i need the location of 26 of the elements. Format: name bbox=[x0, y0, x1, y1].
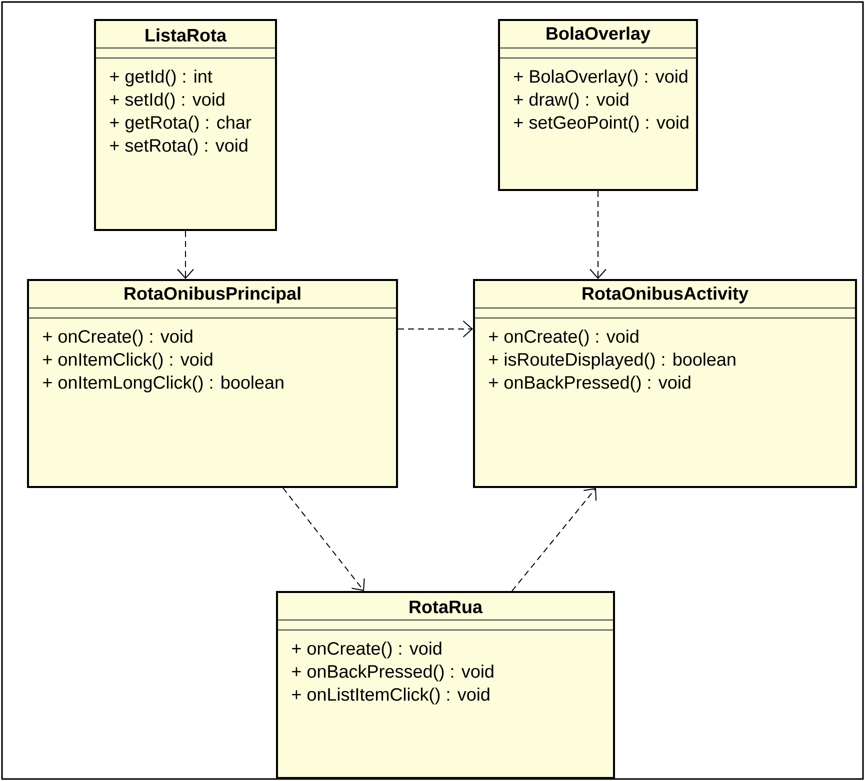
class-name: ListaRota bbox=[146, 28, 227, 42]
method-text: + onListItemClick() : void bbox=[292, 688, 490, 704]
method-text: + onCreate() : void bbox=[489, 330, 638, 346]
class-name: RotaRua bbox=[410, 600, 483, 614]
method-text: + isRouteDisplayed() : boolean bbox=[489, 352, 736, 370]
method-text: + setId() : void bbox=[110, 92, 224, 110]
method-text: + onItemLongClick() : boolean bbox=[43, 376, 284, 392]
method-text: + onCreate() : void bbox=[292, 642, 442, 658]
dependency-arrow bbox=[512, 488, 597, 592]
method-text: + setRota() : void bbox=[110, 138, 248, 156]
dependency-arrow bbox=[177, 230, 194, 279]
class-name: BolaOverlay bbox=[546, 26, 650, 44]
dependency-arrow bbox=[590, 190, 606, 279]
dependency-arrow bbox=[398, 320, 473, 338]
method-text: + setGeoPoint() : void bbox=[514, 116, 688, 132]
class-name: RotaOnibusPrincipal bbox=[124, 286, 300, 304]
method-text: + onBackPressed() : void bbox=[292, 664, 494, 682]
class-name: RotaOnibusActivity bbox=[582, 286, 748, 304]
method-text: + draw() : void bbox=[514, 92, 628, 110]
method-text: + onBackPressed() : void bbox=[489, 376, 690, 392]
dependency-arrow bbox=[282, 488, 365, 591]
method-text: + onCreate() : void bbox=[43, 330, 192, 346]
method-text: + onItemClick() : void bbox=[43, 352, 212, 370]
method-text: + BolaOverlay() : void bbox=[514, 70, 688, 86]
method-text: + getRota() : char bbox=[110, 116, 252, 132]
method-text: + getId() : int bbox=[110, 70, 212, 86]
